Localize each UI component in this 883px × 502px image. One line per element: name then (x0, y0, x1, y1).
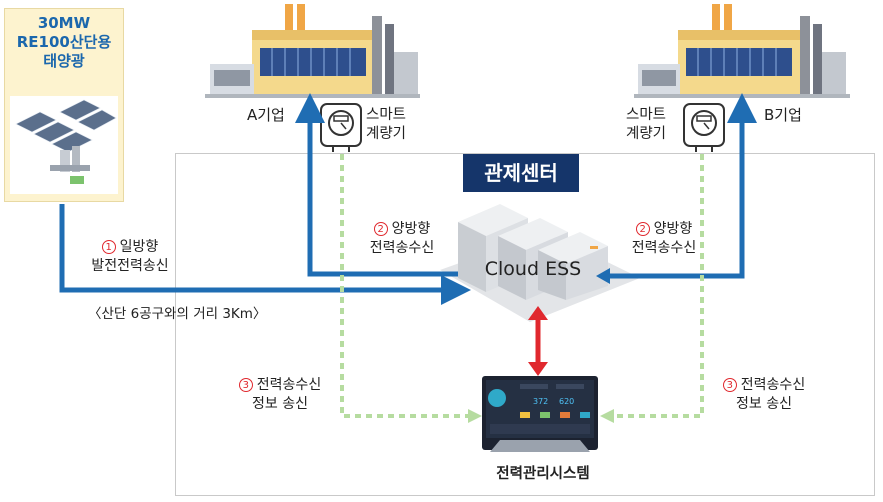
solar-plant-title: 30MW RE100산단용 태양광 (16, 14, 112, 70)
factory-a-icon (205, 4, 420, 98)
flow1-number: 1 (101, 240, 116, 254)
cloud-ess-icon (440, 204, 640, 322)
svg-text:372: 372 (533, 397, 548, 406)
flow3-right-number: 3 (722, 378, 737, 392)
monitor-icon: 372 620 (482, 376, 598, 452)
arrowhead-b-to-ess (596, 268, 610, 284)
info-line-a (340, 154, 470, 418)
info-line-b (612, 154, 704, 418)
solid-power-lines (59, 93, 757, 305)
company-a-label: A기업 (247, 106, 285, 124)
control-center-frame (175, 153, 875, 496)
factory-b-icon (634, 4, 850, 98)
svg-text:620: 620 (559, 397, 574, 406)
arrow-ess-to-company-b (606, 93, 757, 279)
company-b-label: B기업 (764, 106, 802, 124)
arrow-ess-to-company-a (295, 93, 458, 277)
distance-label: 〈산단 6공구와의 거리 3Km〉 (88, 306, 267, 322)
dashed-info-lines (340, 154, 704, 418)
flow3-left-number: 3 (238, 378, 253, 392)
info-arrowhead-b (600, 409, 614, 423)
arrow-solar-to-ess (59, 204, 471, 305)
red-bidirectional-arrow (528, 306, 548, 376)
info-arrowhead-a (468, 409, 482, 423)
smart-meter-b-icon (683, 103, 725, 152)
flow2-right-number: 2 (635, 222, 650, 236)
power-management-system-label: 전력관리시스템 (496, 466, 590, 482)
control-center-title: 관제센터 (463, 154, 579, 192)
flow2-left-number: 2 (373, 222, 388, 236)
smart-meter-a-label: 스마트 계량기 (366, 107, 407, 142)
smart-meter-b-label: 스마트 계량기 (626, 107, 667, 142)
cloud-ess-label: Cloud ESS (484, 258, 582, 280)
smart-meter-a-icon (320, 103, 362, 152)
solar-panel-icon (10, 96, 118, 194)
